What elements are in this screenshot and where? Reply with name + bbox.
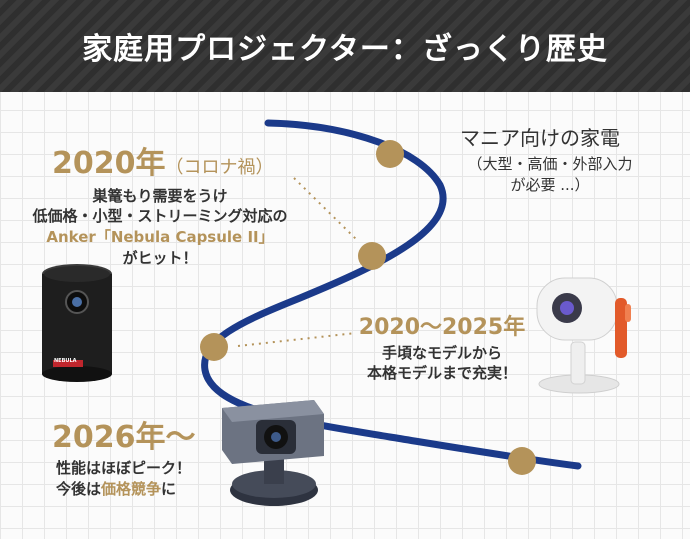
gray-box-projector-image	[222, 400, 324, 506]
timeline-curve	[201, 119, 582, 470]
milestone-dot-2026	[508, 447, 536, 475]
era-2020-line1: 巣篭もり需要をうけ	[92, 187, 228, 205]
era-2020-note: （コロナ禍）	[165, 157, 274, 178]
milestone-dot-2020	[358, 242, 386, 270]
enthusiast-line1: （大型・高価・外部入力	[467, 155, 633, 173]
era-2020-2025-line2: 本格モデルまで充実！	[366, 364, 518, 382]
era-2026-line2: 今後は価格競争に	[56, 480, 177, 498]
milestone-dot-enthusiast	[376, 140, 404, 168]
nebula-capsule-projector-image	[42, 264, 112, 382]
era-2020-2025-year: 2020〜2025年	[358, 315, 526, 340]
nebula-logo: NEBULA	[54, 358, 77, 364]
era-2026-year: 2026年〜	[52, 420, 196, 455]
portable-white-projector-image	[536, 277, 631, 394]
era-2020-line4: がヒット！	[122, 249, 198, 267]
enthusiast-line2: が必要 ...）	[510, 176, 590, 194]
leader-2020-2025	[237, 332, 357, 347]
header-banner	[0, 0, 690, 92]
era-2020-product-name: Anker「Nebula Capsule II」	[46, 228, 274, 246]
era-2020-year: 2020年	[52, 146, 166, 181]
era-2020-year-group: 2020年（コロナ禍）	[52, 138, 274, 182]
era-2020-line2: 低価格・小型・ストリーミング対応の	[32, 207, 288, 225]
enthusiast-heading: マニア向けの家電	[460, 126, 620, 150]
leader-2020	[293, 177, 359, 242]
milestone-dot-2020-2025	[200, 333, 228, 361]
era-2026-line1: 性能はほぼピーク！	[56, 459, 192, 477]
page-title: 家庭用プロジェクター：ざっくり歴史	[82, 32, 608, 67]
era-2020-2025-line1: 手頃なモデルから	[381, 344, 503, 362]
price-competition-text: 価格競争	[101, 480, 162, 498]
